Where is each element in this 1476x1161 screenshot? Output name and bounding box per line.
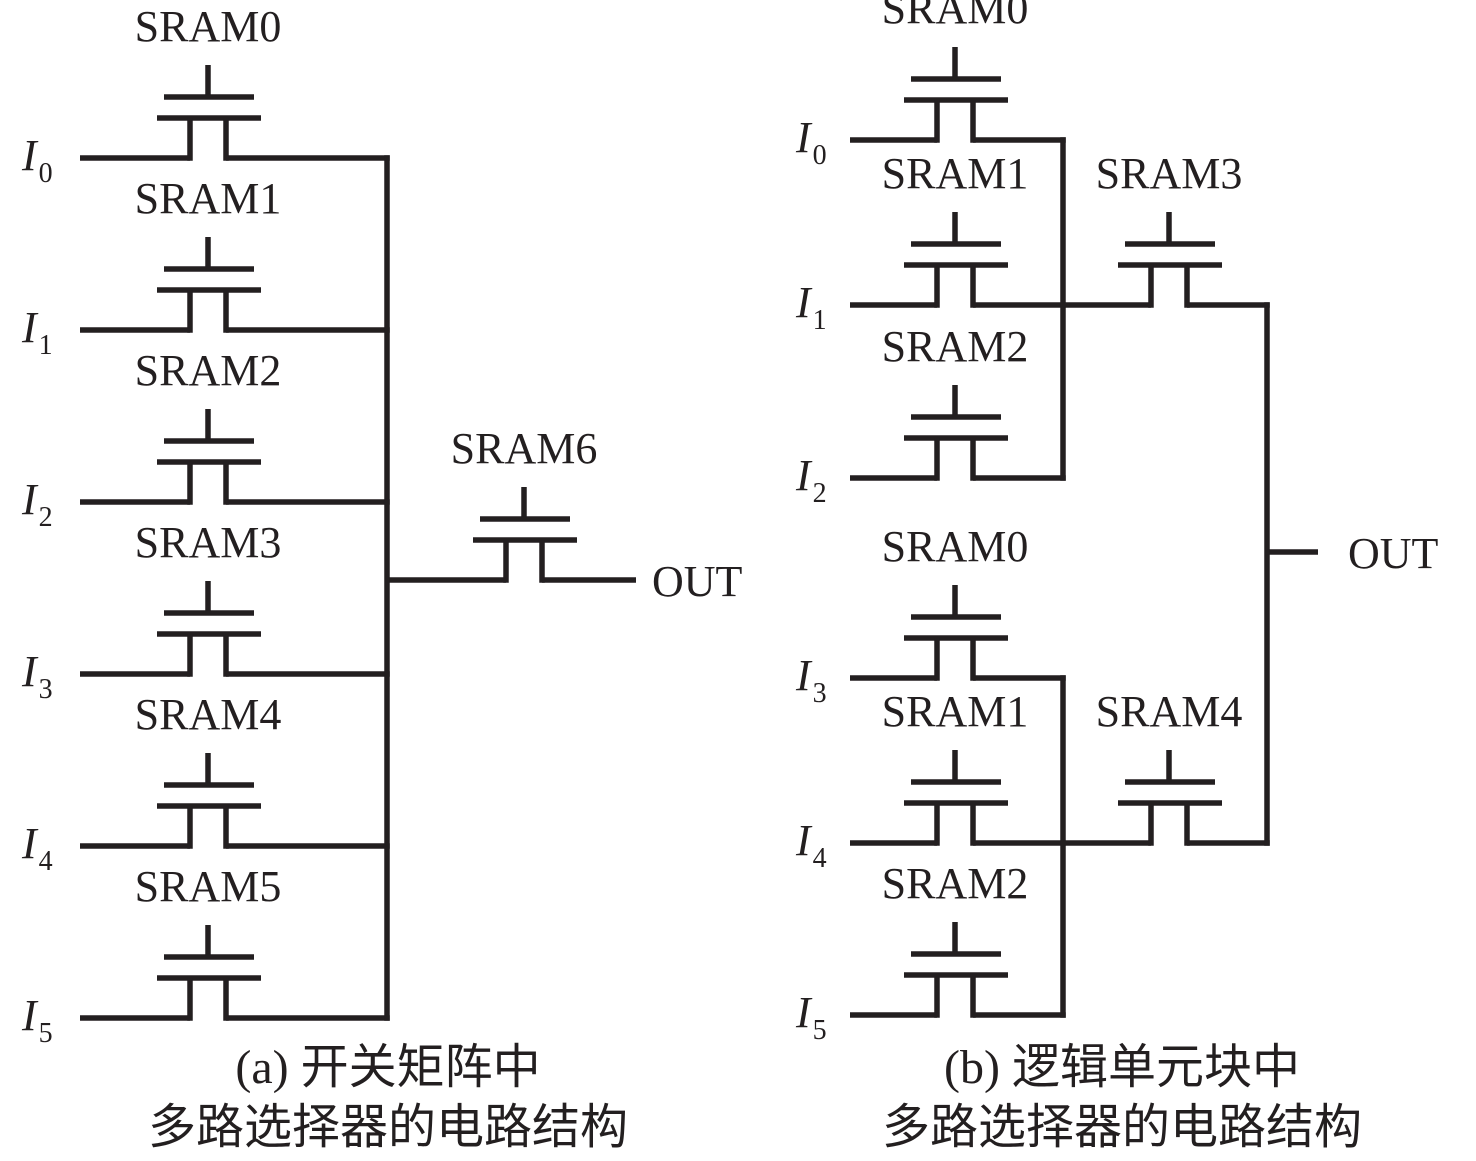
input-label-main: I [21,475,39,524]
input-label: I5 [795,988,827,1046]
input-label-subscript: 5 [39,1018,53,1049]
pass-transistor: SRAM2 [135,346,282,505]
pass-transistor: SRAM1 [882,149,1029,308]
pass-transistor: SRAM3 [1096,149,1243,308]
input-label-subscript: 4 [39,846,53,877]
input-label-main: I [795,113,813,162]
input-label: I0 [795,113,827,171]
input-label: I2 [21,475,53,533]
pass-transistor: SRAM3 [135,518,282,677]
pass-transistor: SRAM1 [135,174,282,333]
input-label: I3 [795,651,827,709]
input-label-subscript: 0 [39,158,53,189]
switch-matrix-mux-circuit: I0SRAM0I1SRAM1I2SRAM2I3SRAM3I4SRAM4I5SRA… [21,2,743,1049]
input-label: I0 [21,131,53,189]
sram-label: SRAM3 [1096,149,1243,198]
input-label-main: I [21,131,39,180]
pass-transistor: SRAM5 [135,862,282,1021]
input-label: I2 [795,451,827,509]
pass-transistor: SRAM6 [451,424,598,583]
sram-label: SRAM6 [451,424,598,473]
input-label: I1 [21,303,53,361]
input-label-subscript: 3 [39,674,53,705]
input-label-subscript: 1 [39,330,53,361]
sram-label: SRAM3 [135,518,282,567]
input-label: I1 [795,278,827,336]
sram-label: SRAM2 [882,859,1029,908]
input-label-subscript: 5 [813,1015,827,1046]
sram-label: SRAM1 [882,149,1029,198]
input-label-subscript: 0 [813,140,827,171]
input-label-main: I [21,303,39,352]
pass-transistor: SRAM4 [1096,687,1243,846]
input-label-main: I [21,647,39,696]
sram-label: SRAM4 [1096,687,1243,736]
pass-transistor: SRAM0 [882,522,1029,681]
sram-label: SRAM0 [135,2,282,51]
pass-transistor: SRAM2 [882,322,1029,481]
pass-transistor: SRAM0 [135,2,282,161]
input-label-main: I [795,651,813,700]
input-label-main: I [795,816,813,865]
sram-label: SRAM0 [882,0,1029,33]
input-label: I5 [21,991,53,1049]
input-label-main: I [795,988,813,1037]
sram-label: SRAM1 [135,174,282,223]
pass-transistor: SRAM4 [135,690,282,849]
figure-a-caption-line1: (a) 开关矩阵中 [235,1041,540,1094]
sram-label: SRAM5 [135,862,282,911]
input-label-main: I [21,991,39,1040]
input-label-subscript: 1 [813,305,827,336]
figure-b-caption-line1: (b) 逻辑单元块中 [944,1041,1300,1094]
sram-label: SRAM2 [135,346,282,395]
input-label-main: I [795,451,813,500]
pass-transistor: SRAM2 [882,859,1029,1018]
input-label-subscript: 2 [39,502,53,533]
sram-label: SRAM2 [882,322,1029,371]
input-label-main: I [795,278,813,327]
out-label: OUT [652,557,743,606]
input-label: I4 [21,819,53,877]
sram-label: SRAM0 [882,522,1029,571]
pass-transistor: SRAM0 [882,0,1029,143]
input-label: I3 [21,647,53,705]
out-label: OUT [1348,529,1439,578]
sram-label: SRAM4 [135,690,282,739]
logic-block-mux-circuit: I0SRAM0I1SRAM1I2SRAM2SRAM3I3SRAM0I4SRAM1… [795,0,1439,1046]
input-label-subscript: 3 [813,678,827,709]
input-label-subscript: 4 [813,843,827,874]
sram-label: SRAM1 [882,687,1029,736]
input-label-subscript: 2 [813,478,827,509]
figure-a-caption-line2: 多路选择器的电路结构 [148,1101,628,1154]
figure-b-caption-line2: 多路选择器的电路结构 [882,1101,1362,1154]
input-label: I4 [795,816,827,874]
pass-transistor: SRAM1 [882,687,1029,846]
input-label-main: I [21,819,39,868]
